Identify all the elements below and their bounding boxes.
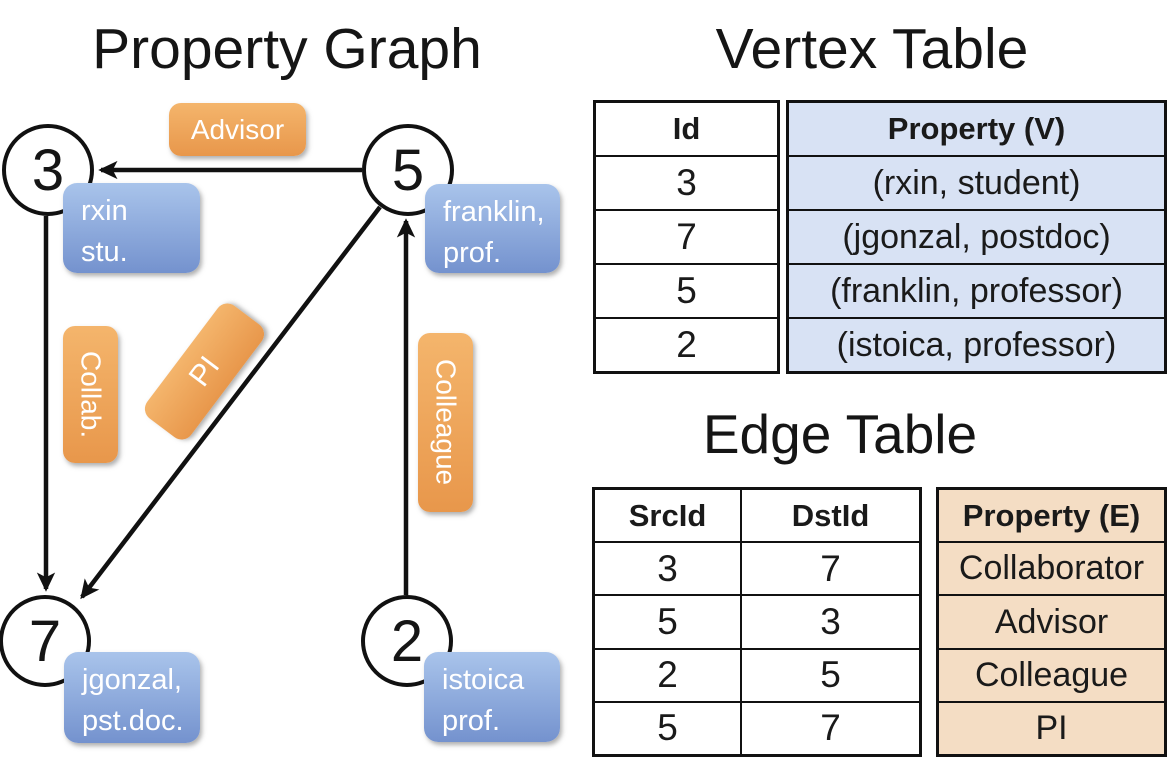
edge-table-src-cell: 3 [595, 543, 742, 595]
vertex-table-property-column: Property (V) (rxin, student) (jgonzal, p… [786, 100, 1167, 374]
vertex-table-header-id: Id [672, 111, 701, 146]
vertex-table-id-cell: 3 [596, 155, 777, 209]
edge-table-title: Edge Table [702, 403, 978, 465]
vertex-node-2: 2 [361, 595, 453, 687]
edge-table-dst-cell: 7 [820, 547, 841, 589]
edge-table-property-cell: Advisor [939, 594, 1164, 647]
vertex-prop-3-line1: rxin [81, 195, 128, 227]
vertex-prop-5-line1: franklin, [443, 196, 545, 228]
edge-table-src-cell: 5 [595, 596, 742, 648]
property-graph-title: Property Graph [92, 17, 482, 81]
edge-table-header-srcid: SrcId [595, 490, 742, 542]
edge-table-id-row: 2 5 [595, 647, 919, 701]
edge-table-property-column: Property (E) Collaborator Advisor Collea… [936, 487, 1167, 757]
edge-table-dst-cell: 7 [820, 707, 841, 749]
vertex-table-id-cell: 7 [596, 209, 777, 263]
vertex-table-property-cell: (franklin, professor) [789, 263, 1164, 317]
edge-table-dst-cell: 5 [820, 654, 841, 696]
vertex-node-3-id: 3 [31, 137, 65, 203]
vertex-prop-3: rxin stu. [63, 183, 200, 273]
edge-table-property-cell: Collaborator [939, 541, 1164, 594]
vertex-table: Id 3 7 5 2 Property (V) (rxin, student) … [593, 100, 1167, 374]
vertex-node-2-id: 2 [390, 608, 424, 674]
vertex-table-id-cell: 5 [596, 263, 777, 317]
edge-table-src-cell: 5 [595, 702, 742, 755]
vertex-prop-7-line1: jgonzal, [82, 664, 182, 696]
vertex-prop-3-line2: stu. [81, 236, 128, 268]
vertex-table-title: Vertex Table [715, 17, 1029, 81]
vertex-table-property-cell: (jgonzal, postdoc) [789, 209, 1164, 263]
vertex-prop-5-line2: prof. [443, 237, 502, 269]
edge-table-header-row: SrcId DstId [595, 490, 919, 542]
vertex-table-property-cell: (istoica, professor) [789, 317, 1164, 371]
edge-label-colleague: Colleague [418, 333, 473, 512]
edge-table-property-cell: Colleague [939, 647, 1164, 701]
vertex-prop-2-line2: prof. [442, 705, 501, 737]
vertex-prop-2-line1: istoica [442, 664, 525, 696]
vertex-table-id-cell: 2 [596, 317, 777, 371]
vertex-prop-7-line2: pst.doc. [82, 705, 184, 737]
vertex-node-7-id: 7 [28, 608, 62, 674]
vertex-prop-5: franklin, prof. [425, 184, 560, 273]
edge-table-id-row: 5 7 [595, 700, 919, 755]
vertex-table-property-cell: (rxin, student) [789, 155, 1164, 209]
vertex-table-id-column: Id 3 7 5 2 [593, 100, 780, 374]
edge-table-id-row: 3 7 [595, 541, 919, 595]
edge-pi-arrow [80, 205, 382, 600]
edge-table-id-columns: SrcId DstId 3 7 5 3 2 5 5 7 [592, 487, 922, 757]
edge-table-src-cell: 2 [595, 649, 742, 701]
vertex-table-header-property: Property (V) [887, 111, 1066, 146]
edge-table-dst-cell: 3 [820, 601, 841, 642]
vertex-node-5: 5 [362, 124, 454, 216]
edge-table-id-row: 5 3 [595, 594, 919, 648]
edge-table-header-dstid: DstId [791, 497, 870, 533]
vertex-prop-7: jgonzal, pst.doc. [64, 652, 200, 743]
edge-table: SrcId DstId 3 7 5 3 2 5 5 7 Property (E)… [592, 487, 1167, 757]
graph-edges-layer [36, 160, 416, 600]
edge-label-collab: Collab. [63, 326, 118, 463]
edge-label-advisor: Advisor [169, 103, 306, 156]
vertex-prop-2: istoica prof. [424, 652, 560, 742]
edge-table-header-property: Property (E) [962, 497, 1141, 533]
vertex-node-5-id: 5 [391, 137, 425, 203]
edge-table-property-cell: PI [939, 700, 1164, 754]
